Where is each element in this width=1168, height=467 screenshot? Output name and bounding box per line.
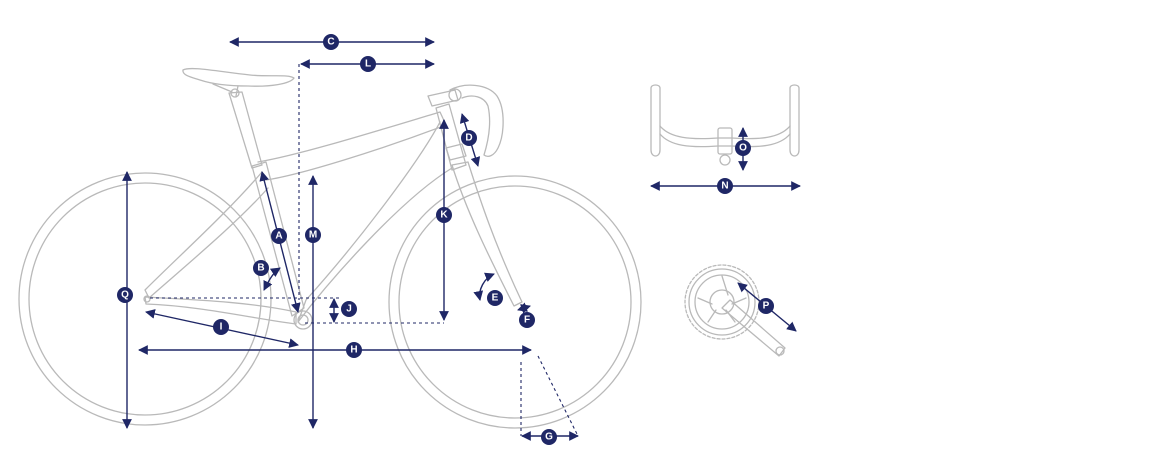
- badge-a: A: [271, 228, 287, 244]
- down-tube: [297, 121, 453, 323]
- badge-l: L: [360, 56, 376, 72]
- front-wheel: [388, 175, 642, 429]
- svg-text:D: D: [465, 133, 472, 144]
- svg-text:O: O: [739, 143, 747, 154]
- top-tube: [257, 111, 447, 181]
- svg-text:I: I: [220, 322, 223, 333]
- fork: [451, 161, 523, 307]
- svg-text:J: J: [346, 304, 352, 315]
- badge-o: O: [735, 140, 751, 156]
- svg-text:F: F: [524, 315, 530, 326]
- badge-b: B: [253, 260, 269, 276]
- badge-h: H: [346, 342, 362, 358]
- badge-c: C: [323, 34, 339, 50]
- badge-i: I: [213, 319, 229, 335]
- handlebar-front-view: [650, 84, 801, 191]
- stem: [427, 89, 459, 107]
- dim-line-b: [263, 267, 281, 291]
- svg-text:N: N: [721, 181, 728, 192]
- handlebar: [449, 84, 504, 157]
- seatpost: [228, 91, 263, 169]
- badge-m: M: [305, 227, 321, 243]
- svg-text:C: C: [327, 37, 334, 48]
- badge-p: P: [758, 298, 774, 314]
- svg-text:E: E: [492, 293, 499, 304]
- svg-text:L: L: [365, 59, 371, 70]
- badge-f: F: [519, 312, 535, 328]
- badge-q: Q: [117, 287, 133, 303]
- dim-line-e: [473, 272, 495, 301]
- badge-d: D: [461, 130, 477, 146]
- svg-text:H: H: [350, 345, 357, 356]
- label-badges: C L D K M A B Q J E F I H G O N P: [117, 34, 774, 445]
- saddle: [182, 67, 295, 87]
- badge-n: N: [717, 178, 733, 194]
- badge-j: J: [341, 301, 357, 317]
- svg-text:M: M: [309, 230, 317, 241]
- dimension-lines: [122, 37, 579, 441]
- bottom-bracket: [293, 310, 313, 330]
- svg-text:Q: Q: [121, 290, 129, 301]
- bike-side-view: [18, 67, 642, 429]
- seat-stays: [144, 171, 269, 299]
- svg-text:K: K: [440, 210, 448, 221]
- badge-g: G: [541, 429, 557, 445]
- crankset-view: [684, 264, 797, 357]
- dim-line-f: [517, 302, 531, 314]
- badge-k: K: [436, 207, 452, 223]
- svg-text:G: G: [545, 432, 553, 443]
- svg-text:B: B: [257, 263, 264, 274]
- badge-e: E: [487, 290, 503, 306]
- svg-text:A: A: [275, 231, 282, 242]
- svg-text:P: P: [763, 301, 770, 312]
